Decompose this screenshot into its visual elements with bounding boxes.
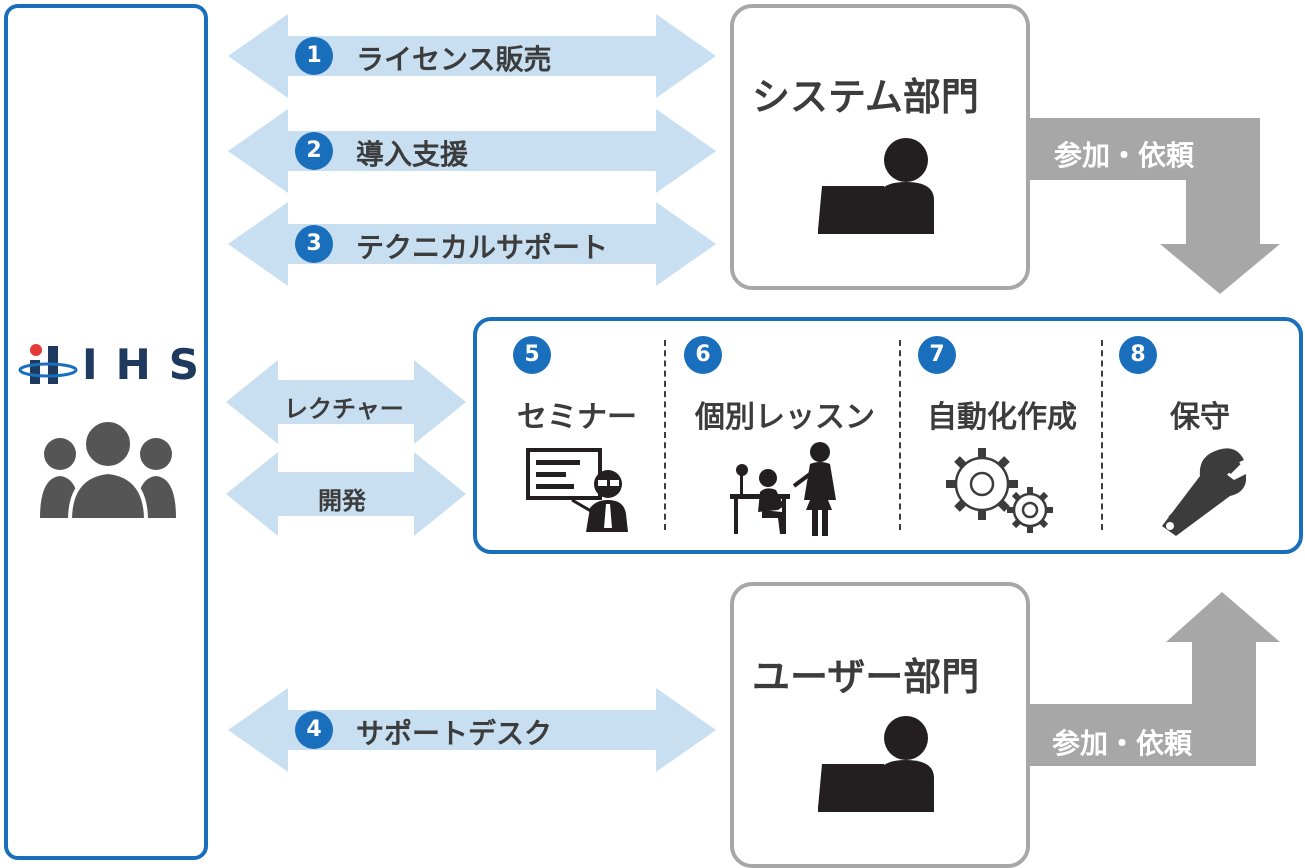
lesson-icon bbox=[730, 442, 836, 536]
arrow-intro-support bbox=[228, 109, 716, 193]
badge-7: 7 bbox=[918, 336, 956, 374]
pc-worker-icon bbox=[818, 716, 934, 812]
user-dept-title: ユーザー部門 bbox=[752, 655, 980, 699]
arrow-label-development: 開発 bbox=[318, 487, 366, 515]
arrow-label-lecture: レクチャー bbox=[284, 395, 404, 423]
service-divider bbox=[899, 340, 901, 530]
user-group-icon bbox=[40, 418, 176, 520]
services-box bbox=[473, 317, 1303, 554]
system-flow-label: 参加・依頼 bbox=[1054, 139, 1195, 172]
arrow-tech-support bbox=[228, 202, 716, 286]
tools-icon bbox=[1162, 448, 1246, 536]
service-maintenance-label: 保守 bbox=[1170, 400, 1230, 435]
user-dept-box bbox=[730, 582, 1030, 868]
service-divider bbox=[664, 340, 666, 530]
badge-8: 8 bbox=[1119, 336, 1157, 374]
service-divider bbox=[1101, 340, 1103, 530]
arrow-license bbox=[228, 14, 716, 98]
flow-arrow-up bbox=[1026, 592, 1280, 766]
system-dept-title: システム部門 bbox=[752, 75, 979, 119]
gears-icon bbox=[946, 448, 1053, 533]
badge-5: 5 bbox=[513, 336, 551, 374]
ihs-logo-text: IHS bbox=[82, 340, 218, 389]
arrow-label-tech: テクニカルサポート bbox=[356, 231, 609, 264]
badge-6: 6 bbox=[684, 336, 722, 374]
arrow-helpdesk bbox=[228, 688, 716, 772]
badge-1: 1 bbox=[295, 37, 333, 75]
system-dept-box bbox=[730, 4, 1030, 290]
flow-arrow-down bbox=[1026, 118, 1280, 294]
badge-4: 4 bbox=[295, 711, 333, 749]
arrow-label-intro: 導入支援 bbox=[356, 138, 469, 171]
arrow-development bbox=[226, 452, 466, 536]
badge-2: 2 bbox=[295, 132, 333, 170]
service-lesson-label: 個別レッスン bbox=[695, 400, 875, 435]
provider-panel bbox=[4, 4, 208, 860]
arrow-lecture bbox=[226, 360, 466, 444]
user-flow-label: 参加・依頼 bbox=[1052, 727, 1193, 760]
badge-3: 3 bbox=[295, 225, 333, 263]
arrow-label-license: ライセンス販売 bbox=[356, 43, 552, 76]
service-automation-label: 自動化作成 bbox=[927, 400, 1077, 435]
pc-worker-icon bbox=[818, 138, 934, 234]
arrow-label-helpdesk: サポートデスク bbox=[356, 717, 553, 750]
seminar-icon bbox=[526, 448, 628, 532]
ihs-logo-mark-icon bbox=[18, 344, 78, 384]
service-seminar-label: セミナー bbox=[517, 400, 637, 435]
